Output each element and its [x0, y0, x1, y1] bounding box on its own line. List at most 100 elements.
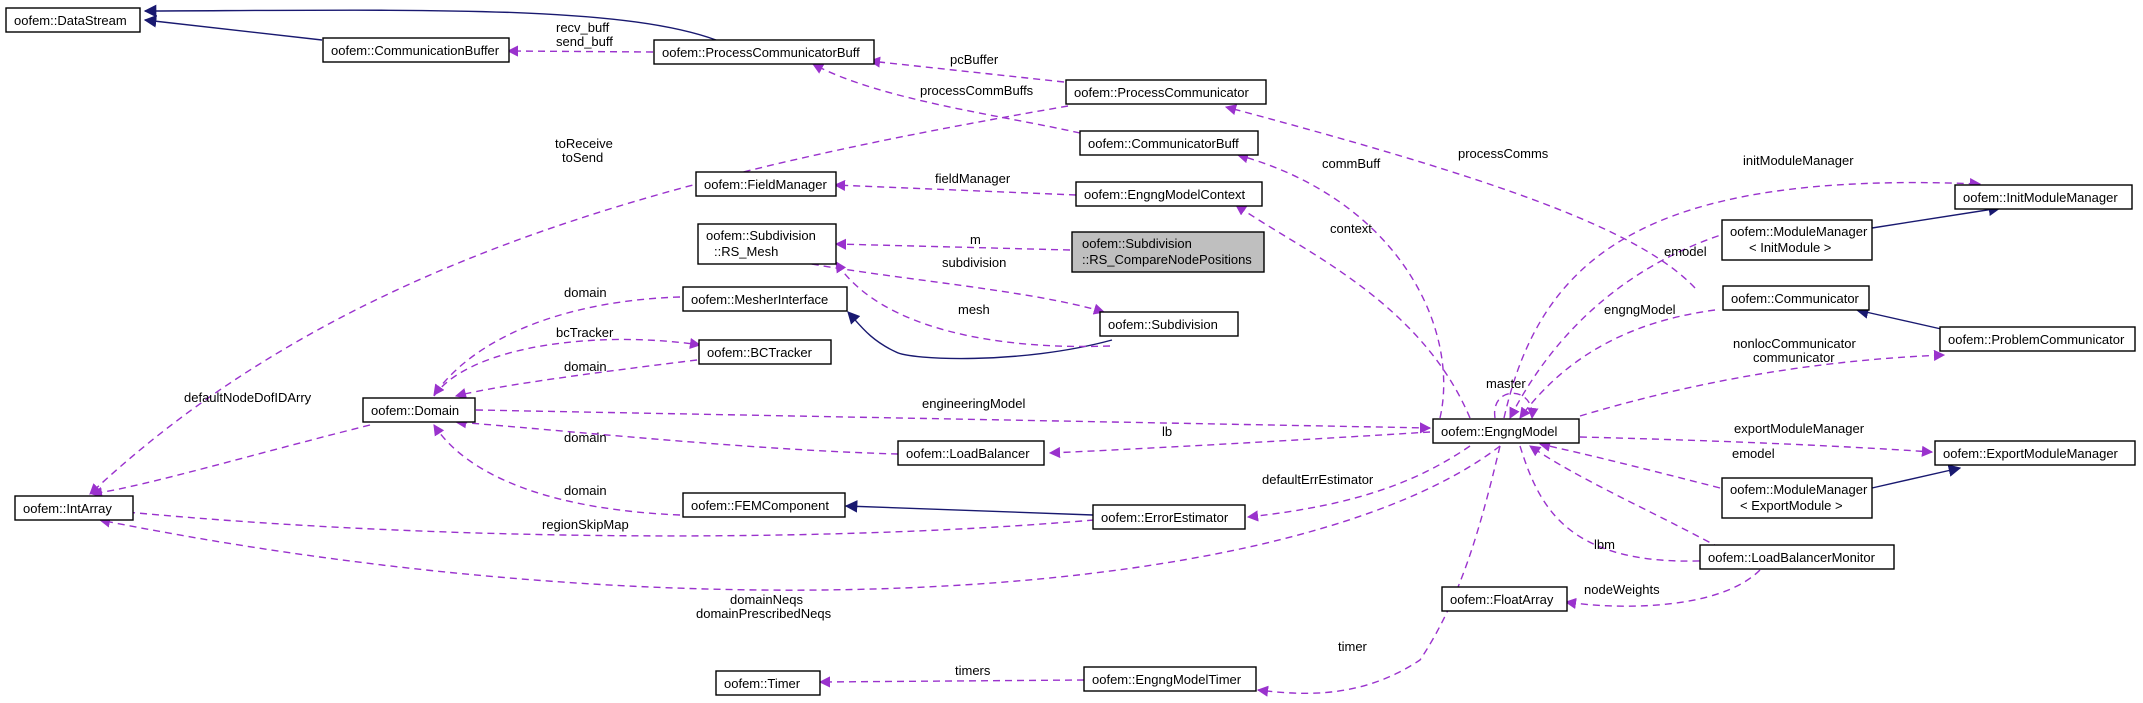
node-rs-mesh-label-2: ::RS_Mesh [714, 244, 778, 259]
node-datastream-label: oofem::DataStream [14, 13, 127, 28]
node-bctracker-label: oofem::BCTracker [707, 345, 813, 360]
label-communicator: communicator [1753, 350, 1835, 365]
node-communicator[interactable]: oofem::Communicator [1722, 285, 1870, 311]
node-floatarray[interactable]: oofem::FloatArray [1441, 586, 1568, 612]
node-intarray-label: oofem::IntArray [23, 501, 112, 516]
edge-loadbalancermonitor-engngmodel [1529, 445, 1721, 549]
node-modulemanager-init-label-1: oofem::ModuleManager [1730, 224, 1868, 239]
edge-processcommunicatorbuff-communicationbuffer [506, 45, 654, 57]
label-nonloccommunicator: nonlocCommunicator [1733, 336, 1857, 351]
node-rs-comparenodepositions[interactable]: oofem::Subdivision ::RS_CompareNodePosit… [1071, 231, 1265, 273]
node-femcomponent[interactable]: oofem::FEMComponent [682, 492, 846, 518]
edge-engngmodel-exportmodulemanager [1579, 436, 1934, 457]
node-engngmodel-label: oofem::EngngModel [1441, 424, 1557, 439]
edge-processcommunicatorbuff-datastream [143, 4, 717, 41]
node-initmodulemanager[interactable]: oofem::InitModuleManager [1954, 184, 2133, 210]
node-rs-comparenodepositions-label-1: oofem::Subdivision [1082, 236, 1192, 251]
label-domain-bc: domain [564, 359, 607, 374]
label-commbuff: commBuff [1322, 156, 1381, 171]
node-errorestimator-label: oofem::ErrorEstimator [1101, 510, 1229, 525]
node-engngmodeltimer-label: oofem::EngngModelTimer [1092, 672, 1242, 687]
node-modulemanager-export[interactable]: oofem::ModuleManager < ExportModule > [1721, 477, 1873, 519]
node-communicationbuffer-label: oofem::CommunicationBuffer [331, 43, 500, 58]
edge-engngmodel-errorestimator [1246, 445, 1471, 522]
node-subdivision[interactable]: oofem::Subdivision [1099, 311, 1239, 337]
node-initmodulemanager-label: oofem::InitModuleManager [1963, 190, 2118, 205]
label-recv-buff: recv_buff [556, 20, 610, 35]
edge-engngmodel-initmodulemanager [1503, 177, 1982, 419]
label-domainneqs: domainNeqs [730, 592, 803, 607]
label-emodel-export: emodel [1732, 446, 1775, 461]
node-modulemanager-init-label-2: < InitModule > [1749, 240, 1831, 255]
edge-modulemanager-init-initmodulemanager [1871, 203, 2002, 229]
label-defaultnodedofidarry: defaultNodeDofIDArry [184, 390, 312, 405]
node-mesherinterface-label: oofem::MesherInterface [691, 292, 828, 307]
label-domain-mesher: domain [564, 285, 607, 300]
edge-mesherinterface-domain [433, 296, 681, 396]
node-processcommunicatorbuff[interactable]: oofem::ProcessCommunicatorBuff [653, 39, 875, 65]
node-intarray[interactable]: oofem::IntArray [14, 495, 134, 521]
node-modulemanager-init[interactable]: oofem::ModuleManager < InitModule > [1721, 219, 1873, 261]
node-rs-comparenodepositions-label-2: ::RS_CompareNodePositions [1082, 252, 1252, 267]
edge-modulemanager-export-engngmodel [1538, 440, 1721, 489]
edge-modulemanager-export-exportmodulemanager [1871, 464, 1962, 489]
node-processcommunicator-label: oofem::ProcessCommunicator [1074, 85, 1250, 100]
label-engineeringmodel: engineeringModel [922, 396, 1025, 411]
node-communicatorbuff[interactable]: oofem::CommunicatorBuff [1079, 130, 1259, 156]
node-timer[interactable]: oofem::Timer [715, 670, 821, 696]
node-floatarray-label: oofem::FloatArray [1450, 592, 1554, 607]
node-domain[interactable]: oofem::Domain [362, 397, 476, 423]
node-rs-mesh[interactable]: oofem::Subdivision ::RS_Mesh [697, 223, 837, 265]
node-exportmodulemanager[interactable]: oofem::ExportModuleManager [1934, 440, 2136, 466]
node-datastream[interactable]: oofem::DataStream [5, 7, 141, 33]
node-engngmodelcontext[interactable]: oofem::EngngModelContext [1075, 181, 1263, 207]
edge-processcommunicator-processcommunicatorbuff [868, 56, 1065, 83]
label-defaulterrestimator: defaultErrEstimator [1262, 472, 1374, 487]
node-engngmodel[interactable]: oofem::EngngModel [1432, 418, 1580, 444]
edge-engngmodelcontext-fieldmanager [833, 179, 1077, 196]
label-exportmodulemanager: exportModuleManager [1734, 421, 1865, 436]
edge-bctracker-domain [454, 359, 698, 399]
label-context: context [1330, 221, 1372, 236]
edge-errorestimator-intarray [94, 504, 1095, 537]
node-loadbalancermonitor-label: oofem::LoadBalancerMonitor [1708, 550, 1876, 565]
label-domain-lb: domain [564, 430, 607, 445]
edge-subdivision-rs-mesh [835, 261, 1111, 348]
label-pcbuffer: pcBuffer [950, 52, 999, 67]
edge-engngmodel-loadbalancer [1048, 431, 1431, 459]
edge-femcomponent-domain [433, 424, 681, 516]
node-communicationbuffer[interactable]: oofem::CommunicationBuffer [322, 37, 510, 63]
edge-errorestimator-femcomponent [844, 500, 1094, 516]
node-communicatorbuff-label: oofem::CommunicatorBuff [1088, 136, 1239, 151]
node-engngmodelcontext-label: oofem::EngngModelContext [1084, 187, 1246, 202]
label-lb: lb [1162, 424, 1172, 439]
node-engngmodeltimer[interactable]: oofem::EngngModelTimer [1083, 666, 1257, 692]
node-mesherinterface[interactable]: oofem::MesherInterface [682, 286, 848, 312]
node-fieldmanager[interactable]: oofem::FieldManager [695, 171, 837, 197]
node-modulemanager-export-label-2: < ExportModule > [1740, 498, 1843, 513]
node-loadbalancer-label: oofem::LoadBalancer [906, 446, 1030, 461]
edge-problemcommunicator-communicator [1855, 306, 1951, 332]
label-toreceive: toReceive [555, 136, 613, 151]
edge-engngmodel-engngmodeltimer [1256, 445, 1501, 697]
node-timer-label: oofem::Timer [724, 676, 801, 691]
node-loadbalancer[interactable]: oofem::LoadBalancer [897, 440, 1045, 466]
label-timer: timer [1338, 639, 1368, 654]
label-send-buff: send_buff [556, 34, 613, 49]
edge-loadbalancer-domain [454, 417, 899, 455]
node-processcommunicator[interactable]: oofem::ProcessCommunicator [1065, 79, 1267, 105]
edge-communicationbuffer-datastream [143, 15, 323, 41]
edge-engngmodel-loadbalancermonitor [1519, 445, 1722, 567]
edge-subdivision-mesherinterface [847, 311, 1113, 360]
node-domain-label: oofem::Domain [371, 403, 459, 418]
node-errorestimator[interactable]: oofem::ErrorEstimator [1092, 504, 1246, 530]
label-processcomms: processComms [1458, 146, 1549, 161]
edge-communicator-engngmodel [1519, 309, 1716, 419]
node-problemcommunicator[interactable]: oofem::ProblemCommunicator [1939, 326, 2136, 352]
edge-communicatorbuff-processcommunicatorbuff [812, 63, 1081, 134]
label-bctracker: bcTracker [556, 325, 614, 340]
node-bctracker[interactable]: oofem::BCTracker [698, 339, 832, 365]
label-initmodulemanager: initModuleManager [1743, 153, 1854, 168]
node-loadbalancermonitor[interactable]: oofem::LoadBalancerMonitor [1699, 544, 1895, 570]
node-subdivision-label: oofem::Subdivision [1108, 317, 1218, 332]
